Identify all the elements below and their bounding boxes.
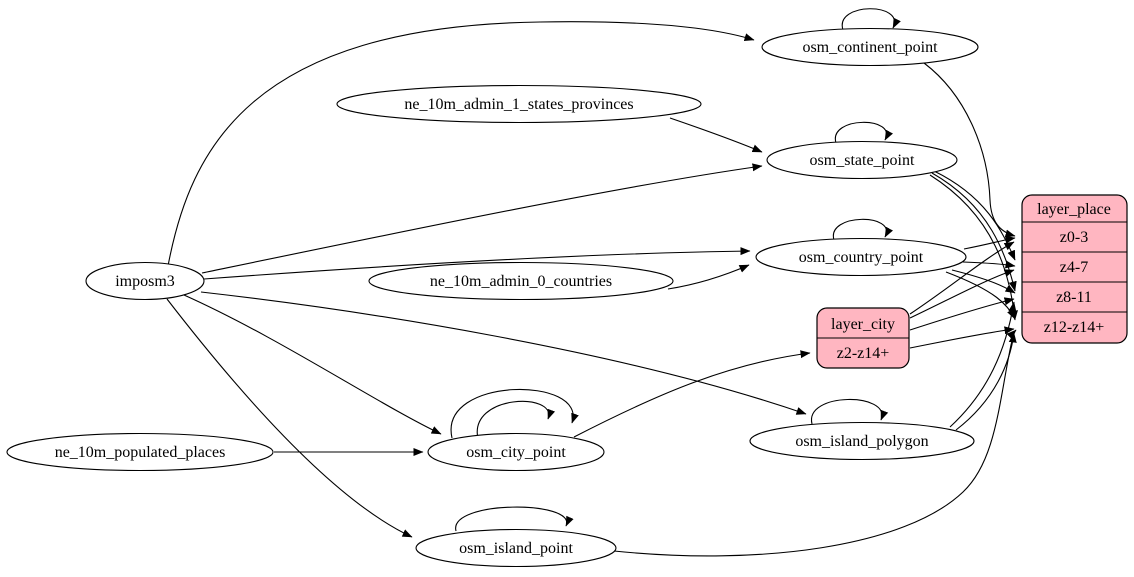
- node-osm_continent_point-label: osm_continent_point: [802, 39, 938, 56]
- node-imposm3-shape: [85, 261, 205, 301]
- edge-osm_country_point-z8-11: [951, 269, 1016, 294]
- node-osm_city_point: osm_city_point: [427, 432, 605, 472]
- node-osm_country_point-label: osm_country_point: [799, 249, 924, 266]
- selfloop-osm_state_point: [834, 121, 894, 144]
- edge-imposm3-osm_state_point: [201, 163, 763, 274]
- edge-osm_island_polygon-z12-z14: [955, 332, 1017, 431]
- node-osm_island_polygon: osm_island_polygon: [749, 421, 975, 461]
- selfloop-inner-osm_city_point: [476, 400, 556, 440]
- edge-layer_city-z8-11: [909, 297, 1015, 331]
- edge-osm_island_polygon-z8-11: [949, 301, 1017, 428]
- node-osm_state_point-label: osm_state_point: [810, 152, 915, 169]
- layer_place-row-z8-11: z8-11: [1056, 289, 1092, 306]
- node-osm_island_polygon-shape: [749, 421, 975, 461]
- layer_place-row-z12-z14: z12-z14+: [1044, 319, 1105, 336]
- layer_city-title: layer_city: [831, 316, 895, 333]
- edge-layer_city-z4-7: [909, 269, 1015, 319]
- edge-osm_country_point-z0-3: [963, 235, 1016, 250]
- node-osm_country_point: osm_country_point: [755, 237, 967, 277]
- node-ne_10m_admin_1_states_provinces-shape: [336, 84, 702, 124]
- selfloop-osm_country_point: [833, 218, 894, 241]
- node-osm_island_point-label: osm_island_point: [459, 540, 573, 557]
- edge-osm_continent_point-z0-3: [923, 62, 1016, 238]
- node-ne_10m_admin_0_countries-label: ne_10m_admin_0_countries: [430, 273, 612, 290]
- edge-ne_10m_admin_1_states_provinces-osm_state_point: [669, 117, 763, 153]
- node-ne_10m_populated_places-label: ne_10m_populated_places: [55, 444, 226, 461]
- node-layer_place-shape: [1021, 194, 1128, 344]
- node-osm_city_point-shape: [427, 432, 605, 472]
- node-ne_10m_populated_places-shape: [6, 432, 274, 472]
- node-osm_city_point-label: osm_city_point: [466, 444, 566, 461]
- node-osm_country_point-shape: [755, 237, 967, 277]
- node-imposm3-label: imposm3: [115, 273, 175, 290]
- selfloop-osm_island_polygon: [811, 398, 889, 425]
- node-osm_island_point: osm_island_point: [415, 528, 617, 568]
- edge-imposm3-osm_continent_point: [167, 21, 755, 267]
- node-osm_continent_point-shape: [761, 27, 979, 67]
- edge-osm_city_point-layer_city-z2: [573, 350, 811, 438]
- edge-imposm3-osm_island_polygon: [200, 291, 807, 415]
- edge-osm_country_point-z4-7: [962, 260, 1016, 269]
- layer_place-row-z4-7: z4-7: [1060, 259, 1088, 276]
- node-osm_island_point-shape: [415, 528, 617, 568]
- edge-layer_city-z0-3: [909, 241, 1015, 315]
- node-layer_city: layer_city z2-z14+: [816, 307, 910, 369]
- layer_city-row-z2-z14: z2-z14+: [837, 345, 890, 362]
- node-osm_island_polygon-label: osm_island_polygon: [795, 433, 928, 450]
- edge-layer_city-z12-z14: [909, 326, 1015, 349]
- node-imposm3: imposm3: [85, 261, 205, 301]
- node-ne_10m_admin_0_countries-shape: [368, 261, 674, 301]
- edge-osm_country_point-z12-z14: [945, 271, 1016, 320]
- node-ne_10m_admin_1_states_provinces-label: ne_10m_admin_1_states_provinces: [404, 96, 633, 113]
- selfloop-osm_island_point: [455, 506, 574, 532]
- selfloop-outer-osm_city_point: [450, 388, 579, 439]
- node-osm_continent_point: osm_continent_point: [761, 27, 979, 67]
- selfloop-osm_continent_point: [841, 8, 901, 31]
- layer_place-title: layer_place: [1037, 201, 1111, 218]
- edge-osm_island_point-z12-z14: [613, 329, 1017, 557]
- edge-imposm3-osm_island_point: [166, 298, 413, 538]
- node-ne_10m_admin_0_countries: ne_10m_admin_0_countries: [368, 261, 674, 301]
- edge-ne_10m_admin_0_countries-osm_country_point: [667, 264, 750, 290]
- edge-imposm3-osm_city_point: [183, 294, 442, 435]
- edge-imposm3-osm_country_point: [203, 247, 751, 280]
- edge-osm_state_point-z8-11: [931, 172, 1017, 292]
- node-layer_place: layer_place z0-3 z4-7 z8-11 z12-z14+: [1021, 194, 1128, 344]
- node-ne_10m_admin_1_states_provinces: ne_10m_admin_1_states_provinces: [336, 84, 702, 124]
- node-osm_state_point-shape: [766, 140, 958, 180]
- edge-group: [166, 8, 1018, 557]
- node-osm_state_point: osm_state_point: [766, 140, 958, 180]
- layer_place-row-z0-3: z0-3: [1060, 229, 1088, 246]
- node-ne_10m_populated_places: ne_10m_populated_places: [6, 432, 274, 472]
